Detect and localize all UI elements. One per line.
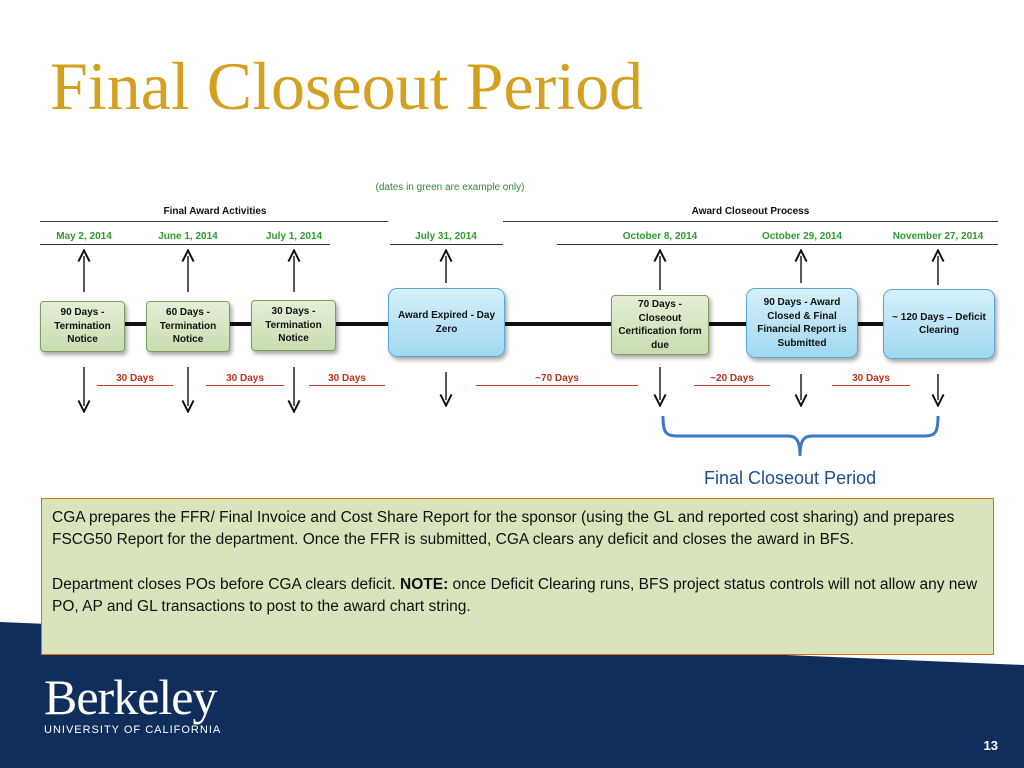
duration-label: 30 Days [226, 373, 264, 384]
final-closeout-bracket [661, 415, 940, 457]
closeout-description-box: CGA prepares the FFR/ Final Invoice and … [41, 498, 994, 655]
final-closeout-period-label: Final Closeout Period [704, 468, 877, 488]
date-rule-right [557, 244, 998, 245]
header-final-award-activities: Final Award Activities [163, 206, 267, 217]
duration-underline [694, 385, 770, 386]
duration-label: 30 Days [328, 373, 366, 384]
duration-label: 30 Days [852, 373, 890, 384]
paragraph-2-lead: Department closes POs before CGA clears … [52, 575, 401, 593]
date-label: July 1, 2014 [265, 231, 323, 242]
description-paragraph-2: Department closes POs before CGA clears … [52, 574, 983, 619]
duration-underline [206, 385, 284, 386]
date-label: October 8, 2014 [622, 231, 698, 242]
milestone-award-expired: Award Expired - Day Zero [388, 288, 505, 357]
date-label: June 1, 2014 [158, 231, 218, 242]
milestone-70-days-closeout-certification: 70 Days - Closeout Certification form du… [611, 295, 709, 355]
header-rule-right [503, 221, 998, 222]
date-rule-left [40, 244, 330, 245]
berkeley-logo: Berkeley UNIVERSITY OF CALIFORNIA [44, 672, 221, 736]
milestone-120-days-deficit-clearing: ~ 120 Days – Deficit Clearing [883, 289, 995, 359]
milestone-90-days-award-closed: 90 Days - Award Closed & Final Financial… [746, 288, 858, 358]
slide-title: Final Closeout Period [50, 48, 644, 124]
paragraph-2-rest: once Deficit Clearing runs, BFS project … [52, 575, 978, 616]
duration-label: ~20 Days [710, 373, 754, 384]
milestone-60-days-termination-notice: 60 Days - Termination Notice [146, 301, 230, 352]
duration-underline [97, 385, 173, 386]
header-rule-left [40, 221, 388, 222]
description-paragraph-1: CGA prepares the FFR/ Final Invoice and … [52, 509, 955, 549]
date-rule-middle [390, 244, 503, 245]
date-label: October 29, 2014 [761, 231, 843, 242]
duration-underline [832, 385, 910, 386]
duration-underline [309, 385, 385, 386]
milestone-90-days-termination-notice: 90 Days - Termination Notice [40, 301, 125, 352]
header-award-closeout-process: Award Closeout Process [691, 206, 810, 217]
page-number: 13 [983, 738, 998, 753]
note-label: NOTE: [400, 575, 449, 593]
logo-subtitle: UNIVERSITY OF CALIFORNIA [44, 724, 222, 736]
example-dates-note: (dates in green are example only) [375, 182, 525, 193]
logo-wordmark: Berkeley [44, 669, 217, 725]
date-label: May 2, 2014 [56, 231, 112, 242]
milestone-30-days-termination-notice: 30 Days - Termination Notice [251, 300, 336, 351]
duration-label: ~70 Days [535, 373, 579, 384]
duration-underline [476, 385, 638, 386]
duration-label: 30 Days [116, 373, 154, 384]
date-label: November 27, 2014 [892, 231, 984, 242]
date-label: July 31, 2014 [415, 231, 477, 242]
